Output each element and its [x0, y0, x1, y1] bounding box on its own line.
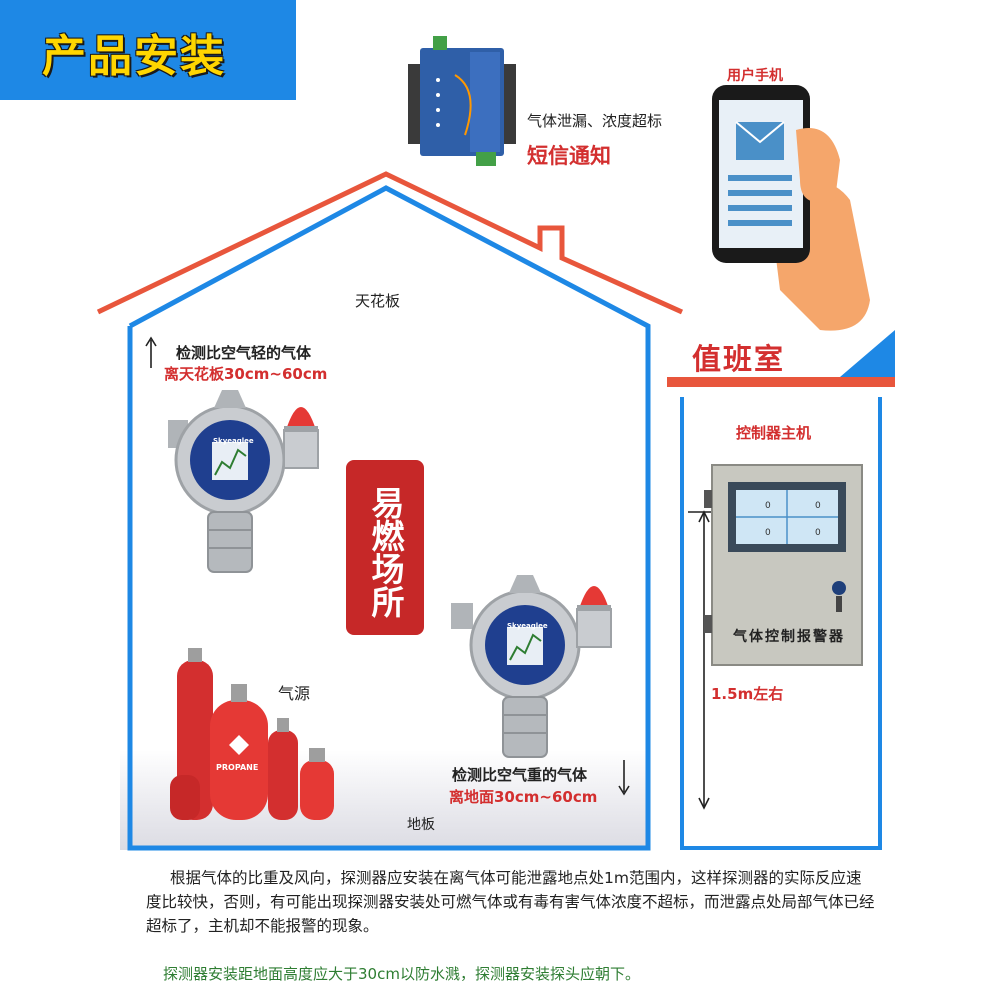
- installation-tip: 探测器安装距地面高度应大于30cm以防水溅，探测器安装探头应朝下。: [163, 965, 640, 983]
- ceiling-label: 天花板: [355, 292, 401, 310]
- phone-label: 用户手机: [727, 68, 783, 84]
- gas-detector-ceiling: [168, 390, 319, 573]
- gas-detector-floor: [451, 575, 612, 758]
- screen-value-4: 0: [815, 528, 821, 538]
- title-banner: [0, 0, 296, 100]
- floor-label: 地板: [407, 817, 435, 833]
- house-roof: [96, 171, 684, 851]
- controller-panel: [704, 464, 863, 666]
- install-height-label: 1.5m左右: [711, 685, 784, 703]
- detector-brand-2: Skyeaglee: [507, 622, 548, 630]
- controller-label: 控制器主机: [736, 424, 812, 442]
- mobile-phone-icon: [712, 85, 870, 331]
- screen-value-3: 0: [765, 528, 771, 538]
- installation-note: 根据气体的比重及风向，探测器应安装在离气体可能泄露地点处1m范围内，这样探测器的…: [146, 866, 876, 938]
- panel-nameplate: 气体控制报警器: [733, 629, 845, 645]
- sms-notice-label: 短信通知: [527, 144, 611, 168]
- installation-note-text: 根据气体的比重及风向，探测器应安装在离气体可能泄露地点处1m范围内，这样探测器的…: [146, 869, 875, 935]
- screen-value-2: 0: [815, 501, 821, 511]
- light-gas-label: 检测比空气轻的气体: [176, 344, 312, 362]
- sms-gateway-device: [408, 36, 516, 166]
- duty-room-title: 值班室: [692, 342, 786, 376]
- heavy-gas-label: 检测比空气重的气体: [452, 766, 588, 784]
- light-gas-distance: 离天花板30cm~60cm: [164, 365, 328, 383]
- banner-title: 产品安装: [42, 31, 226, 82]
- screen-value-1: 0: [765, 501, 771, 511]
- heavy-gas-distance: 离地面30cm~60cm: [449, 788, 598, 806]
- gas-source-label: 气源: [278, 684, 311, 703]
- arrow-down-icon: [618, 760, 630, 796]
- detector-brand-1: Skyeaglee: [213, 437, 254, 445]
- arrow-up-icon: [145, 336, 157, 368]
- sms-alert-label: 气体泄漏、浓度超标: [527, 112, 663, 130]
- flammable-area-badge: 易燃场所: [346, 460, 424, 635]
- duty-room-outline: [667, 330, 895, 850]
- cylinder-label: PROPANE: [216, 763, 258, 772]
- gas-cylinders: [170, 648, 334, 820]
